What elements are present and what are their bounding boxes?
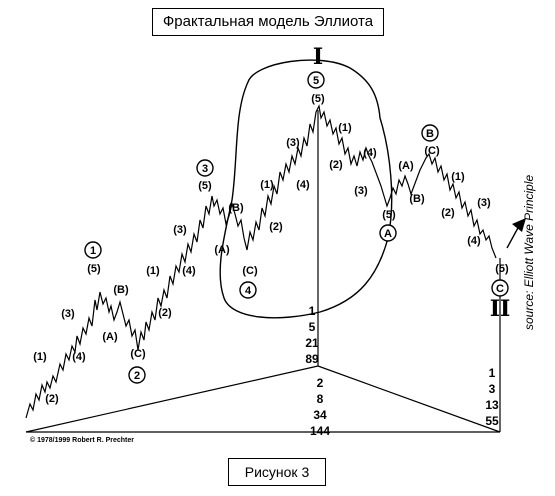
wave-label: (1) [33, 351, 47, 363]
circled-label-3: 3 [202, 163, 208, 175]
wave-label: (4) [363, 147, 377, 159]
wave-label: (3) [61, 308, 75, 320]
circled-label-2: 2 [134, 370, 140, 382]
fib-number: 89 [305, 352, 319, 366]
major-label-peak: I [313, 44, 323, 70]
wave-label: (C) [242, 265, 258, 277]
wave-label: (C) [424, 145, 440, 157]
wave-label: (5) [382, 209, 396, 221]
copyright-notice: © 1978/1999 Robert R. Prechter [30, 437, 134, 444]
fib-number: 55 [485, 414, 499, 428]
wave-label: (1) [260, 179, 274, 191]
fib-number: 1 [309, 304, 316, 318]
guide-line-right [317, 365, 501, 433]
circled-label-A: A [384, 228, 392, 240]
circled-label-1: 1 [90, 245, 96, 257]
wave-label: (3) [354, 185, 368, 197]
circle-c1 [84, 241, 102, 259]
price-wave-line [25, 104, 497, 419]
wave-label: (A) [214, 244, 230, 256]
fib-number: 2 [317, 376, 324, 390]
circle-c4 [239, 281, 257, 299]
wave-label: (C) [130, 348, 146, 360]
figure-caption: Рисунок 3 [228, 458, 326, 486]
wave-label: (4) [182, 265, 196, 277]
fib-column-center: 1 5 21 89 [305, 304, 319, 366]
wave-label: (B) [228, 202, 244, 214]
circled-labels [84, 71, 509, 384]
wave-label: (5) [495, 263, 509, 275]
fib-number: 3 [489, 382, 496, 396]
wave-label: (2) [269, 221, 283, 233]
wave-label: (5) [198, 180, 212, 192]
wave-label: (5) [87, 263, 101, 275]
wave-label: (B) [409, 193, 425, 205]
fib-number: 144 [310, 424, 330, 438]
circle-cC [491, 279, 509, 297]
wave-label: (3) [286, 137, 300, 149]
wave-label: (4) [467, 235, 481, 247]
wave-label: (3) [173, 224, 187, 236]
fib-number: 21 [305, 336, 319, 350]
wave-label: (5) [311, 93, 325, 105]
circled-label-5: 5 [313, 75, 319, 87]
wave-label: (1) [338, 122, 352, 134]
source-note: source: Elliott Wave Principle [522, 174, 536, 330]
fib-number: 34 [313, 408, 327, 422]
circle-cB [421, 124, 439, 142]
wave-label: (4) [296, 179, 310, 191]
fib-column-bottom: 2 8 34 144 [310, 376, 330, 438]
circle-cA [379, 224, 397, 242]
wave-label: (2) [45, 393, 59, 405]
circled-label-4: 4 [245, 285, 252, 297]
fractal-oval-outline [219, 59, 393, 319]
circled-label-C: C [496, 283, 504, 295]
fib-number: 8 [317, 392, 324, 406]
fib-column-right: 1 3 13 55 [485, 366, 499, 428]
wave-label: (2) [441, 207, 455, 219]
wave-label: (A) [398, 160, 414, 172]
circle-c3 [196, 159, 214, 177]
wave-label: (2) [329, 159, 343, 171]
wave-label: (A) [102, 331, 118, 343]
wave-labels: (1) (2) (3) (4) (5) (A) (B) (C) (1) (2) … [33, 93, 509, 405]
fib-number: 1 [489, 366, 496, 380]
circled-label-B: B [426, 128, 434, 140]
wave-label: (3) [477, 197, 491, 209]
wave-label: (1) [451, 171, 465, 183]
guide-line-left [25, 365, 319, 433]
wave-label: (B) [113, 284, 129, 296]
diagram-title: Фрактальная модель Эллиота [152, 8, 384, 36]
wave-label: (1) [146, 265, 160, 277]
circle-c5 [307, 71, 325, 89]
wave-label: (4) [72, 351, 86, 363]
fib-number: 13 [485, 398, 499, 412]
wave-label: (2) [158, 307, 172, 319]
major-label-end: II [490, 296, 511, 322]
fib-number: 5 [309, 320, 316, 334]
continuation-arrow [506, 218, 526, 249]
circle-c2 [128, 366, 146, 384]
